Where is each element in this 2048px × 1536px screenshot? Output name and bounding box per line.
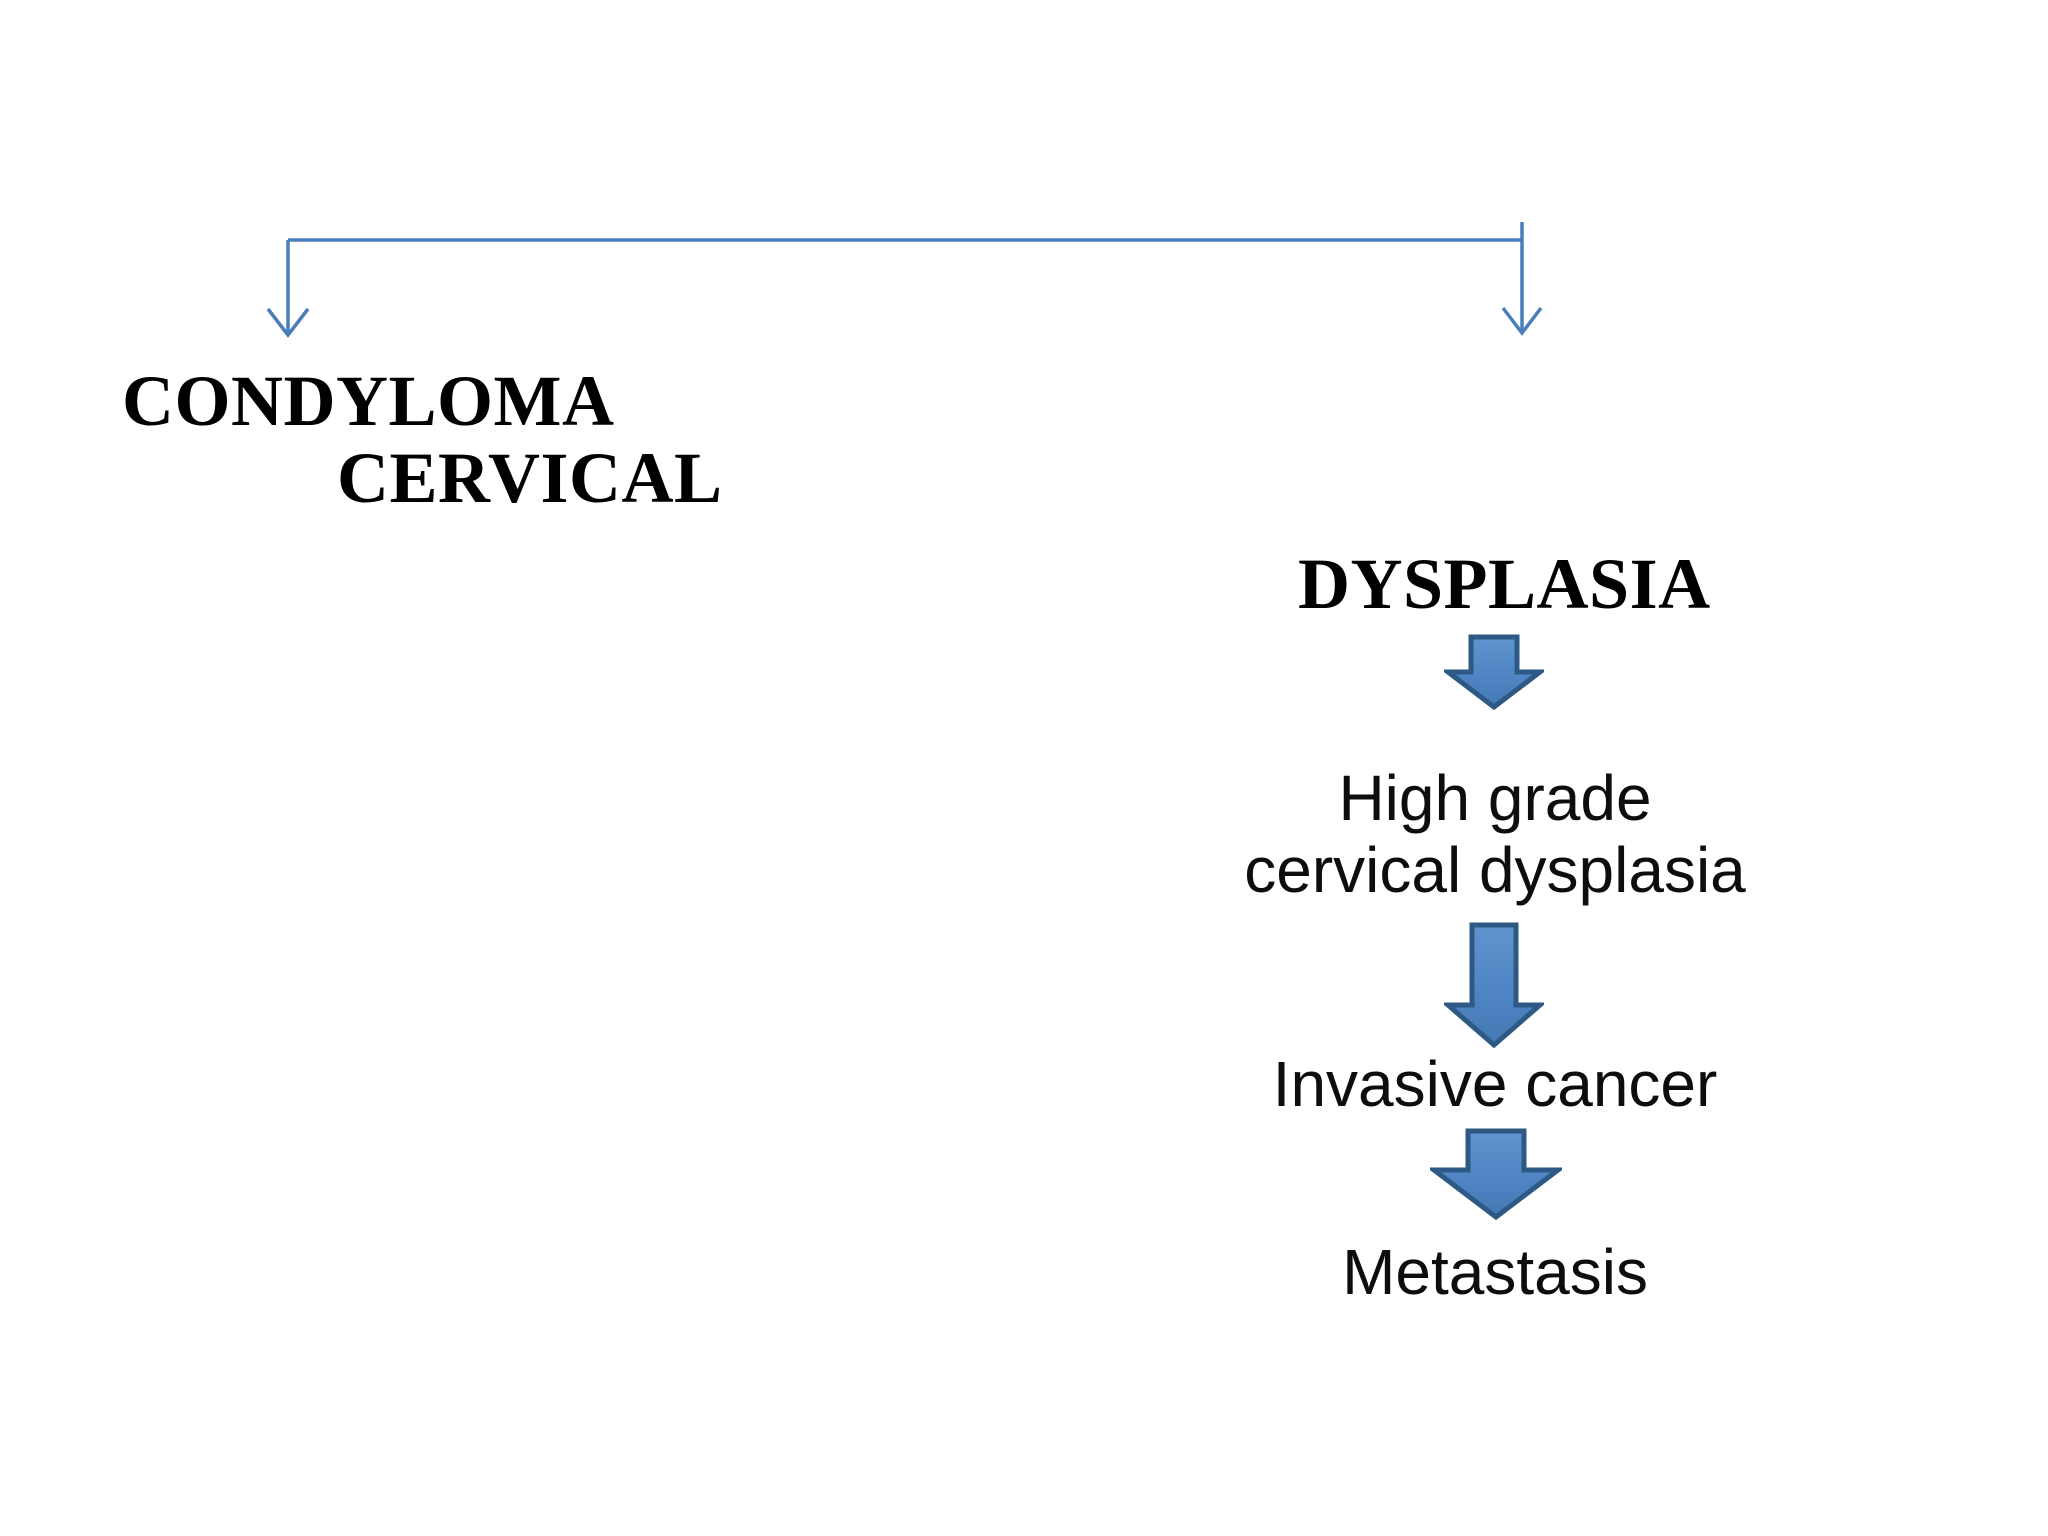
down-block-arrow-icon <box>1444 634 1544 710</box>
bracket-right-arrowhead-icon <box>1501 306 1543 336</box>
condyloma-heading-line2: CERVICAL <box>337 438 723 518</box>
down-block-arrow-icon <box>1444 922 1544 1048</box>
stage-label-invasive-cancer: Invasive cancer <box>1272 1048 1718 1120</box>
dysplasia-heading: DYSPLASIA <box>1298 544 1711 624</box>
down-block-arrow-icon <box>1430 1128 1562 1220</box>
stage-label-metastasis: Metastasis <box>1342 1236 1648 1308</box>
stage-label-high-grade-cervical-dysplasia: High grade cervical dysplasia <box>1244 762 1746 907</box>
condyloma-heading-line1: CONDYLOMA <box>122 361 615 441</box>
bracket-left-arrowhead-icon <box>266 307 310 338</box>
splitting-bracket <box>266 222 1543 338</box>
